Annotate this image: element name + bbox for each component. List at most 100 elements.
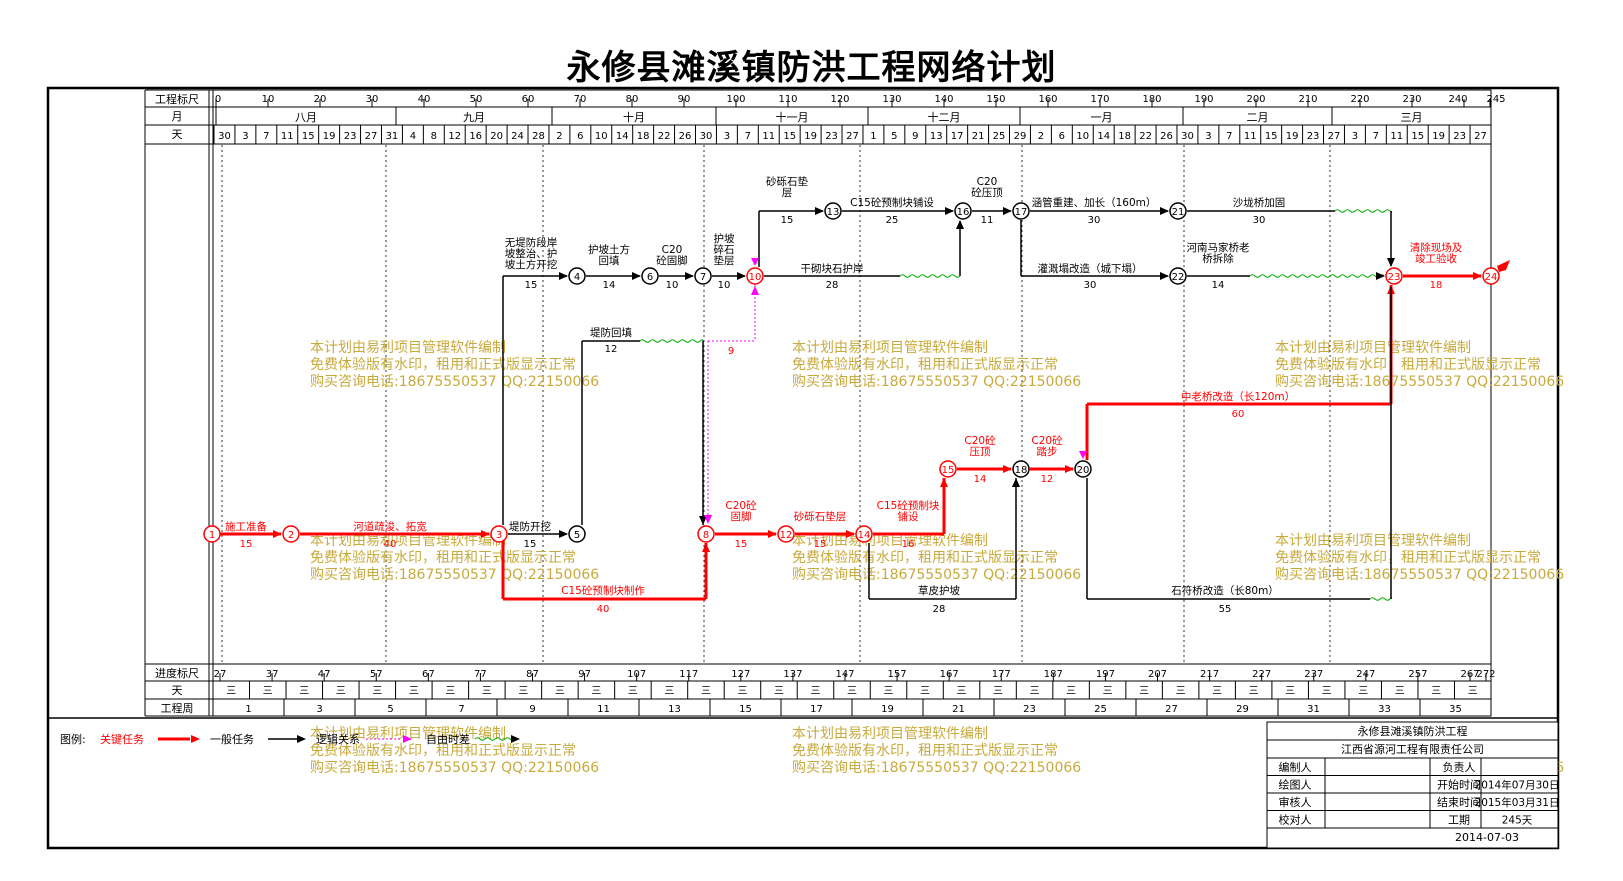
task-duration: 16 (902, 539, 915, 550)
scale-tick-label: 120 (830, 94, 849, 105)
day-label: 11 (1244, 131, 1257, 142)
watermark-text: 本计划由易利项目管理软件编制 (310, 533, 506, 549)
task-name: C15砼预制块铺设 (850, 196, 934, 209)
watermark-text: 购买咨询电话:18675550537 QQ:22150066 (1275, 374, 1564, 390)
day-label: 22 (658, 131, 671, 142)
info-date: 2014-07-03 (1455, 831, 1519, 844)
node-label: 17 (1015, 207, 1028, 218)
info-value: 2014年07月30日 (1475, 779, 1560, 792)
day-label: 7 (263, 131, 269, 142)
node-circle (490, 525, 508, 543)
scale-tick-label: 210 (1298, 94, 1317, 105)
scale-tick-label: 100 (726, 94, 745, 105)
task-name: 河道疏浚、拓宽 (353, 520, 427, 533)
node-label: 24 (1485, 272, 1498, 283)
task-duration: 40 (597, 604, 610, 615)
arrow-head (1160, 207, 1169, 215)
day-label: 18 (637, 131, 650, 142)
scale-tick-label: 40 (418, 94, 431, 105)
arrow-head (1065, 465, 1074, 473)
node-circle (1012, 202, 1030, 220)
task-duration: 15 (781, 215, 794, 226)
day-mark: 三 (884, 686, 894, 697)
day-label: 23 (344, 131, 357, 142)
watermark-text: 免费体验版有水印，租用和正式版显示正常 (792, 550, 1058, 566)
arrow-head (273, 530, 282, 538)
watermark-text: 购买咨询电话:18675550537 QQ:22150066 (792, 567, 1081, 583)
day-label: 2 (1038, 131, 1044, 142)
watermark-text: 免费体验版有水印，租用和正式版显示正常 (792, 357, 1058, 373)
day-label: 16 (469, 131, 482, 142)
arrow-head (1003, 465, 1012, 473)
day-label: 6 (577, 131, 583, 142)
scale-tick-label: 110 (778, 94, 797, 105)
day-label: 19 (804, 131, 817, 142)
info-key: 校对人 (1279, 813, 1312, 827)
scale-row-label: 天 (172, 684, 183, 697)
task-name: 干砌块石护岸 (801, 262, 864, 275)
info-key: 工期 (1448, 814, 1470, 827)
scale-tick-label: 50 (470, 94, 483, 105)
logic-marker (1079, 451, 1087, 459)
day-mark: 三 (1212, 686, 1222, 697)
node-label: 3 (496, 530, 502, 541)
watermark-text: 本计划由易利项目管理软件编制 (310, 340, 506, 356)
day-label: 3 (242, 131, 248, 142)
node-circle (694, 267, 712, 285)
day-mark: 三 (847, 686, 857, 697)
legend-float-wave (474, 737, 513, 741)
week-label: 17 (810, 704, 823, 715)
watermark-text: 购买咨询电话:18675550537 QQ:22150066 (310, 760, 599, 776)
node-label: 2 (288, 530, 294, 541)
free-float-wave (1249, 274, 1385, 278)
task-duration: 15 (735, 539, 748, 550)
scale-tick-label: 140 (934, 94, 953, 105)
scale-tick-label: 200 (1246, 94, 1265, 105)
task-duration: 14 (1212, 280, 1225, 291)
day-mark: 三 (1103, 686, 1113, 697)
day-label: 15 (783, 131, 796, 142)
dummy-float-label: 9 (728, 346, 734, 357)
arrow-head (1003, 207, 1012, 215)
arrow-head (1160, 272, 1169, 280)
scale-tick-label: 0 (215, 94, 221, 105)
info-key: 结束时间 (1437, 796, 1481, 809)
arrow-head (815, 207, 824, 215)
task-name: 沙垅桥加固 (1233, 196, 1286, 209)
task-name: C15砼预制块制作 (561, 584, 645, 597)
task-duration: 10 (666, 280, 679, 291)
info-value: 245天 (1502, 815, 1533, 827)
day-mark: 三 (1176, 686, 1186, 697)
task-name: 桥拆除 (1202, 252, 1234, 265)
task-duration: 55 (1219, 604, 1232, 615)
scale-tick-label: 190 (1194, 94, 1213, 105)
task-duration: 60 (1232, 409, 1245, 420)
outer-frame (46, 86, 1560, 850)
day-label: 6 (1059, 131, 1065, 142)
arrow-head (1387, 258, 1395, 267)
week-label: 11 (597, 704, 610, 715)
arrow-head (511, 735, 520, 743)
day-label: 7 (745, 131, 751, 142)
day-label: 13 (930, 131, 943, 142)
task-duration: 18 (1430, 280, 1443, 291)
info-key: 编制人 (1279, 760, 1312, 774)
arrow-head (685, 272, 694, 280)
day-label: 14 (616, 131, 629, 142)
node-circle (1482, 267, 1500, 285)
node-label: 4 (574, 272, 580, 283)
week-label: 1 (245, 704, 251, 715)
task-name: C20砼 (964, 434, 996, 447)
week-label: 31 (1307, 704, 1320, 715)
day-label: 23 (1307, 131, 1320, 142)
task-name: 层 (782, 187, 793, 199)
scale-tick-label: 160 (1038, 94, 1057, 105)
day-mark: 三 (299, 686, 309, 697)
task-name: 垫层 (714, 254, 735, 267)
watermark-text: 购买咨询电话:18675550537 QQ:22150066 (792, 760, 1081, 776)
day-label: 12 (448, 131, 461, 142)
node-circle (824, 202, 842, 220)
info-key: 负责人 (1443, 760, 1476, 774)
day-label: 30 (1181, 131, 1194, 142)
day-label: 28 (532, 131, 545, 142)
